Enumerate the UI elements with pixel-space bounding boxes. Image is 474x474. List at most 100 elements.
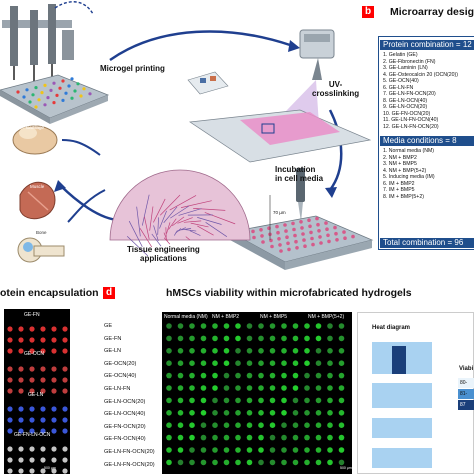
viability-spot: [177, 323, 184, 329]
viability-spot: [281, 422, 287, 428]
printed-spot: [46, 96, 50, 100]
viability-spot: [246, 447, 253, 453]
viability-spot: [166, 422, 172, 428]
viability-spot: [338, 397, 345, 404]
fiber: [178, 208, 202, 216]
viability-spot: [177, 372, 184, 379]
muscle-tissue-icon: [19, 181, 56, 220]
viability-spot: [177, 459, 184, 466]
heat-diagram: [372, 342, 432, 468]
viability-spot: [327, 323, 333, 329]
protein-item: 3. GE-Laminin (LN): [383, 65, 428, 71]
fluorescent-spot: [51, 468, 57, 474]
well: [343, 236, 347, 240]
fluorescent-spot: [62, 428, 68, 434]
heat-legend-label: 87: [460, 402, 466, 408]
viability-spot: [315, 323, 322, 329]
well: [310, 236, 314, 241]
fiber: [163, 232, 168, 242]
viability-row-label: GE-FN-OCN(40): [104, 436, 146, 443]
viability-spot: [315, 335, 322, 342]
fluorescent-spot: [51, 446, 57, 452]
viability-spot: [292, 459, 299, 466]
heat-legend-swatch: [458, 378, 474, 388]
viability-spot: [269, 335, 276, 342]
viability-spot: [269, 385, 276, 391]
viability-spot: [292, 385, 299, 391]
panel-d-scale: 500 µm: [340, 466, 352, 470]
well: [299, 220, 303, 224]
fiber: [153, 225, 159, 242]
fiber: [151, 233, 162, 247]
viability-spot: [338, 323, 345, 329]
protein-item: 5. GE-OCN(40): [383, 78, 419, 84]
viability-spot: [304, 434, 310, 441]
viability-spot: [304, 410, 310, 416]
media-item: 7. IM + BMP5: [383, 187, 415, 193]
fluorescent-spot: [18, 446, 24, 452]
viability-spot: [235, 360, 241, 366]
fluorescent-spot: [51, 348, 57, 354]
viability-spot: [200, 397, 207, 404]
viability-spot: [292, 422, 299, 428]
fiber: [128, 220, 143, 247]
panel-c-image: [4, 309, 70, 474]
viability-spot: [304, 459, 310, 466]
printed-spot: [31, 93, 35, 97]
viability-spot: [189, 397, 195, 404]
viability-spot: [281, 372, 287, 379]
fluorescent-spot: [40, 348, 46, 354]
fluorescent-spot: [62, 446, 68, 452]
viability-spot: [292, 335, 299, 342]
viability-spot: [235, 422, 241, 428]
viability-spot: [166, 385, 172, 391]
heat-legend-label: 81-: [460, 391, 468, 397]
well: [334, 231, 338, 236]
well: [327, 239, 331, 244]
viability-spot: [338, 459, 345, 466]
printed-spot: [82, 87, 86, 91]
viability-spot: [177, 397, 184, 404]
viability-row-label: GE-FN: [104, 335, 122, 342]
fiber: [163, 237, 171, 245]
printed-spot: [40, 91, 44, 95]
fluorescent-spot: [18, 406, 24, 412]
fluorescent-spot: [7, 337, 13, 343]
viability-spot: [177, 410, 184, 416]
media-item: 4. NM + BMP(5+2): [383, 167, 427, 174]
fiber: [149, 206, 154, 231]
viability-spot: [281, 434, 287, 441]
viability-spot: [327, 335, 333, 342]
fluorescent-spot: [40, 377, 46, 383]
fluorescent-spot: [18, 388, 24, 394]
fluorescent-spot: [7, 348, 13, 354]
viability-spot: [223, 360, 230, 366]
viability-spot: [292, 323, 299, 329]
viability-spot: [223, 348, 230, 354]
fluorescent-spot: [7, 406, 13, 412]
media-item: 8. IM + BMP(5+2): [383, 193, 424, 200]
viability-spot: [304, 335, 310, 342]
viability-spot: [166, 397, 172, 404]
viability-spot: [246, 360, 253, 366]
panel-c-scale: 500 µm: [44, 466, 56, 470]
well: [251, 229, 255, 234]
viability-spot: [235, 434, 241, 441]
fiber: [153, 198, 166, 223]
viability-spot: [281, 385, 287, 391]
fluorescent-spot: [18, 377, 24, 383]
well: [293, 233, 297, 238]
well: [287, 247, 291, 252]
viability-spot: [177, 434, 184, 441]
fluorescent-spot: [7, 468, 13, 474]
viability-spot: [189, 447, 195, 453]
protein-combination-header: Protein combination = 12: [380, 40, 474, 50]
viability-spot: [304, 397, 310, 404]
fiber: [166, 222, 171, 234]
well: [261, 240, 265, 244]
fluorescent-spot: [40, 446, 46, 452]
viability-spot: [315, 360, 322, 366]
viability-spot: [269, 372, 276, 379]
viability-spot: [315, 422, 322, 428]
viability-spot: [246, 323, 253, 329]
